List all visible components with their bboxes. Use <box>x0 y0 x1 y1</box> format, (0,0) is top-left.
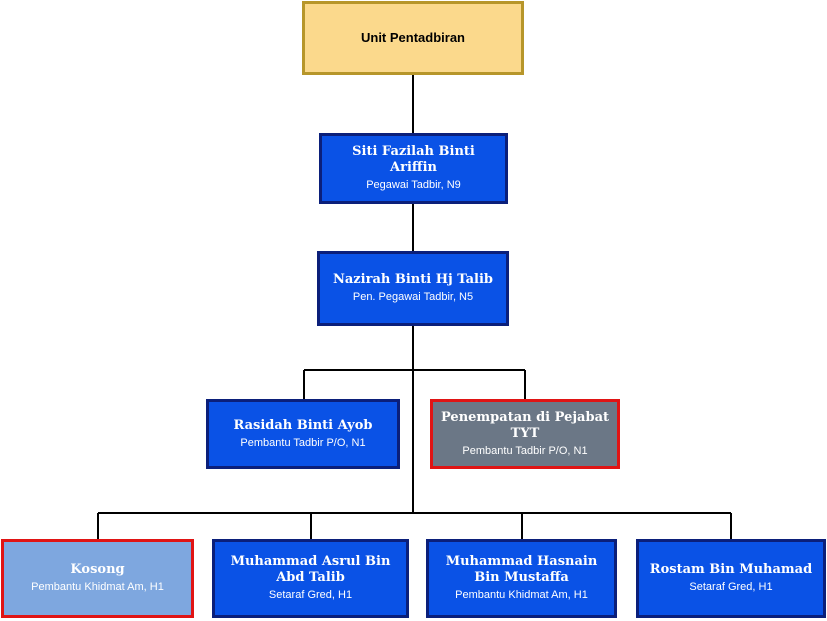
node-name: Rasidah Binti Ayob <box>233 417 373 433</box>
node-role: Pen. Pegawai Tadbir, N5 <box>352 291 474 303</box>
node-muhammad-asrul: Muhammad Asrul Bin Abd Talib Setaraf Gre… <box>212 539 409 618</box>
node-rasidah: Rasidah Binti Ayob Pembantu Tadbir P/O, … <box>206 399 400 469</box>
node-name: Muhammad Asrul Bin Abd Talib <box>230 554 391 585</box>
node-pegawai-tadbir: Siti Fazilah Binti Ariffin Pegawai Tadbi… <box>319 133 508 204</box>
node-role: Setaraf Gred, H1 <box>268 589 353 601</box>
node-role: Pegawai Tadbir, N9 <box>366 179 461 191</box>
node-kosong: Kosong Pembantu Khidmat Am, H1 <box>1 539 194 618</box>
node-role: Setaraf Gred, H1 <box>689 581 773 593</box>
node-muhammad-hasnain: Muhammad Hasnain Bin Mustaffa Pembantu K… <box>426 539 617 618</box>
node-name: Penempatan di Pejabat TYT <box>441 409 609 441</box>
node-title: Unit Pentadbiran <box>360 30 465 45</box>
node-rostam: Rostam Bin Muhamad Setaraf Gred, H1 <box>636 539 826 618</box>
node-name: Kosong <box>70 562 125 577</box>
node-role: Pembantu Tadbir P/O, N1 <box>240 436 366 449</box>
node-penempatan-tyt: Penempatan di Pejabat TYT Pembantu Tadbi… <box>430 399 620 469</box>
node-name: Rostam Bin Muhamad <box>649 562 813 577</box>
node-role: Pembantu Khidmat Am, H1 <box>31 581 164 593</box>
node-role: Pembantu Khidmat Am, H1 <box>455 589 588 601</box>
node-name: Nazirah Binti Hj Talib <box>332 272 494 287</box>
node-name: Muhammad Hasnain Bin Mustaffa <box>445 554 598 585</box>
node-name: Siti Fazilah Binti Ariffin <box>352 144 475 175</box>
node-pen-pegawai-tadbir: Nazirah Binti Hj Talib Pen. Pegawai Tadb… <box>317 251 509 326</box>
node-unit-pentadbiran: Unit Pentadbiran <box>302 1 524 75</box>
node-role: Pembantu Tadbir P/O, N1 <box>462 444 588 457</box>
